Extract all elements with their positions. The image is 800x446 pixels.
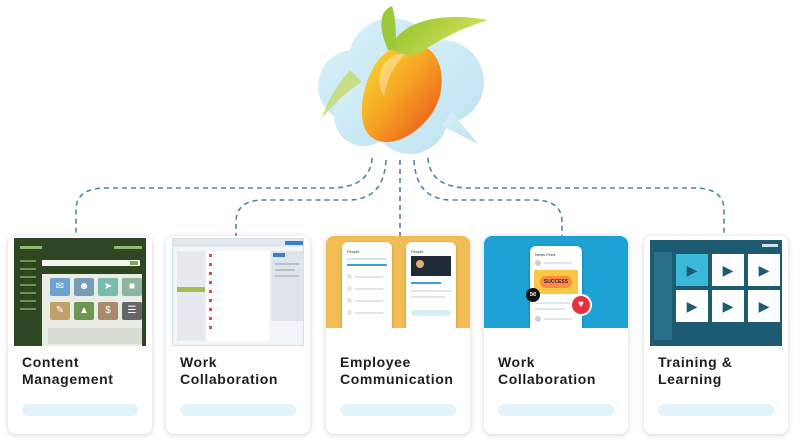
play-icon: ▶ [748, 290, 780, 322]
database-icon: ☰ [122, 302, 142, 320]
card-pill [22, 404, 138, 416]
card-title: Training & Learning [658, 354, 733, 387]
connector-line-right [427, 157, 725, 236]
training-preview: ▶ ▶ ▶ ▶ ▶ ▶ [650, 240, 782, 346]
connector-line-right-inner [413, 159, 563, 236]
mango-fruit [361, 43, 442, 143]
card-work-collaboration[interactable]: Work Collaboration [166, 236, 310, 434]
connector-line-left-inner [235, 159, 387, 236]
card-title: Content Management [22, 354, 114, 387]
play-icon: ▶ [676, 290, 708, 322]
phone-mock-feed: News Feed SUCCESS [530, 246, 582, 328]
comm-preview: People People [326, 236, 470, 328]
card-pill [658, 404, 774, 416]
heart-icon: ♥ [570, 294, 592, 316]
collab-preview [172, 238, 304, 346]
card-title: Work Collaboration [498, 354, 597, 387]
play-icon: ▶ [712, 290, 744, 322]
tag-icon: ✎ [50, 302, 70, 320]
money-icon: $ [98, 302, 118, 320]
mango-cloud-logo [318, 6, 488, 154]
thumbs-up-icon: ▲ [74, 302, 94, 320]
cms-search-bar [42, 260, 140, 266]
connector-line-left [75, 157, 373, 236]
chat-bubble-icon: ✉ [526, 288, 540, 302]
mail-icon: ✉ [50, 278, 70, 296]
phone-mock-right: People [406, 242, 456, 328]
card-title: Work Collaboration [180, 354, 279, 387]
card-pill [498, 404, 614, 416]
folder-icon: ■ [122, 278, 142, 296]
success-graphic: SUCCESS [540, 276, 572, 288]
card-pill [180, 404, 296, 416]
play-icon: ▶ [712, 254, 744, 286]
play-icon: ▶ [748, 254, 780, 286]
card-employee-communication[interactable]: People People Employee Communication [326, 236, 470, 434]
phone-mock-left: People [342, 242, 392, 328]
card-title: Employee Communication [340, 354, 454, 387]
social-preview: News Feed SUCCESS ✉ ♥ [484, 236, 628, 328]
card-pill [340, 404, 456, 416]
play-icon: ▶ [676, 254, 708, 286]
contact-card-icon: ☻ [74, 278, 94, 296]
card-training-learning[interactable]: ▶ ▶ ▶ ▶ ▶ ▶ Training & Learning [644, 236, 788, 434]
mango-leaf [390, 17, 488, 55]
send-icon: ➤ [98, 278, 118, 296]
cms-preview: ✉ ☻ ➤ ■ ✎ ▲ $ ☰ [14, 238, 146, 346]
card-content-management[interactable]: ✉ ☻ ➤ ■ ✎ ▲ $ ☰ Content Management [8, 236, 152, 434]
card-work-collaboration-social[interactable]: News Feed SUCCESS ✉ ♥ Work Collaboration [484, 236, 628, 434]
